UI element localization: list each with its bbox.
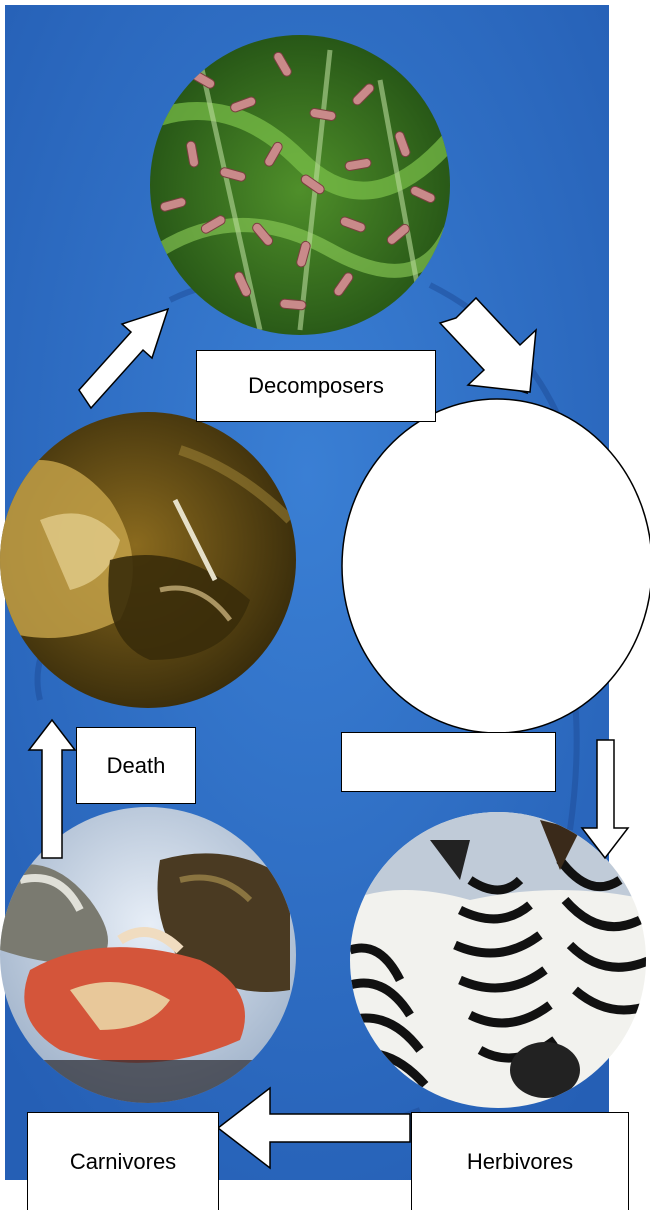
death-label: Death — [76, 727, 196, 804]
blank-answer-circle[interactable] — [342, 399, 650, 733]
decomposers-label: Decomposers — [196, 350, 436, 422]
carnivores-label: Carnivores — [27, 1112, 219, 1210]
herbivores-label: Herbivores — [411, 1112, 629, 1210]
blank-answer-label[interactable] — [341, 732, 556, 792]
